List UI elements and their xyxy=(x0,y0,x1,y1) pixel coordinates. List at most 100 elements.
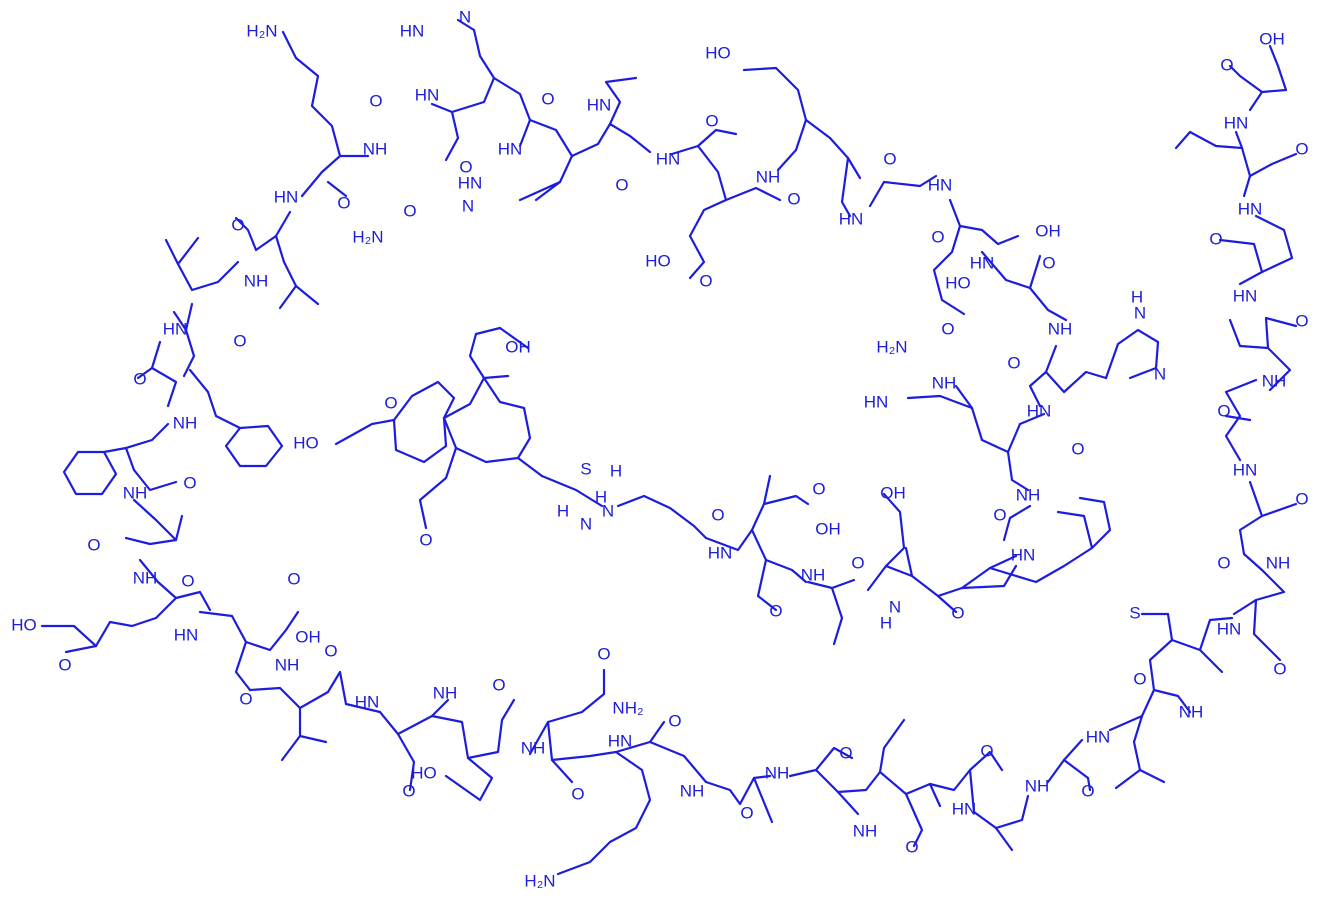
atom-label: O xyxy=(384,393,397,412)
atom-label: NH xyxy=(133,568,158,587)
atom-label: NH xyxy=(853,821,878,840)
atom-label: O xyxy=(1042,253,1055,272)
atom-label: H xyxy=(595,487,607,506)
atom-label: HN xyxy=(1086,727,1111,746)
bond xyxy=(1268,44,1280,68)
atom-label: HN xyxy=(587,95,612,114)
bond xyxy=(954,384,974,410)
atom-label: HN xyxy=(1027,401,1052,420)
atom-label: HN xyxy=(970,253,995,272)
atom-label: HN xyxy=(458,173,483,192)
atom-label: NH₂ xyxy=(612,698,643,717)
atom-label: HN xyxy=(400,21,425,40)
atom-label: HN xyxy=(163,319,188,338)
bond xyxy=(224,424,284,468)
atom-label: OH xyxy=(1035,221,1061,240)
atom-label: N xyxy=(459,7,471,26)
atom-label: NH xyxy=(275,655,300,674)
atom-label: S xyxy=(580,459,591,478)
bond xyxy=(124,498,178,546)
bond xyxy=(1078,496,1112,550)
atom-label: O xyxy=(1081,781,1094,800)
bond xyxy=(136,366,154,380)
bond xyxy=(1232,552,1286,616)
bond xyxy=(518,118,574,202)
atom-label: HN xyxy=(1217,619,1242,638)
bond xyxy=(1224,414,1252,422)
atom-label: O xyxy=(541,89,554,108)
bond xyxy=(868,174,938,208)
atom-label: N xyxy=(889,597,901,616)
bond xyxy=(274,234,320,306)
bond xyxy=(1228,64,1264,94)
bond xyxy=(40,624,98,648)
bond xyxy=(988,510,1094,584)
bond xyxy=(442,374,510,420)
atom-label: O xyxy=(181,571,194,590)
atom-label: OH xyxy=(815,519,841,538)
atom-label: O xyxy=(993,505,1006,524)
atom-label: O xyxy=(58,655,71,674)
atom-label: O xyxy=(231,215,244,234)
bond xyxy=(932,224,966,316)
bond xyxy=(430,102,460,162)
atom-label: O xyxy=(492,675,505,694)
bond xyxy=(570,122,652,158)
atom-label: N xyxy=(580,514,592,533)
bond xyxy=(1174,130,1252,178)
atom-label: HO xyxy=(293,433,319,452)
bond xyxy=(468,326,502,380)
bond xyxy=(102,422,170,454)
atom-label: O xyxy=(337,193,350,212)
atom-label: O xyxy=(951,603,964,622)
bond xyxy=(64,596,178,654)
atom-label: NH xyxy=(123,483,148,502)
atom-label: O xyxy=(1295,489,1308,508)
bond xyxy=(616,494,708,540)
bond xyxy=(62,450,118,496)
bond xyxy=(960,554,1018,590)
atom-label: O xyxy=(1217,553,1230,572)
bond xyxy=(344,702,416,792)
bond xyxy=(688,144,728,238)
bond xyxy=(556,750,652,876)
bond xyxy=(124,446,178,492)
atom-label: NH xyxy=(433,683,458,702)
bond xyxy=(1248,480,1264,518)
atom-label: NH xyxy=(521,738,546,757)
atom-label: O xyxy=(1209,229,1222,248)
atom-label: HO xyxy=(945,273,971,292)
atom-label: O xyxy=(740,803,753,822)
atom-label: H₂N xyxy=(524,871,555,890)
bond xyxy=(1170,638,1224,674)
bond xyxy=(1238,214,1294,286)
atom-label: OH xyxy=(505,337,531,356)
atom-label: S xyxy=(1129,603,1140,622)
bond xyxy=(234,640,252,692)
bond xyxy=(756,558,778,612)
atom-label: O xyxy=(705,111,718,130)
bond xyxy=(788,746,854,778)
atom-label: N xyxy=(462,196,474,215)
atom-label: HN xyxy=(1224,113,1249,132)
bond xyxy=(1218,238,1264,274)
atom-label: OH xyxy=(1259,29,1285,48)
atom-label: O xyxy=(980,741,993,760)
bond xyxy=(670,128,738,156)
atom-label: H₂N xyxy=(246,21,277,40)
atom-label: HN xyxy=(952,799,977,818)
bond xyxy=(750,528,808,584)
bond xyxy=(648,740,708,784)
bond xyxy=(968,768,976,814)
bond xyxy=(466,698,516,760)
atom-label: NH xyxy=(765,763,790,782)
bond xyxy=(392,380,456,422)
atom-label: O xyxy=(369,91,382,110)
atom-label: O xyxy=(87,535,100,554)
bond xyxy=(762,474,772,506)
atom-label: HO xyxy=(411,763,437,782)
bond xyxy=(994,794,1030,830)
bond xyxy=(688,234,706,280)
bond xyxy=(454,446,544,478)
